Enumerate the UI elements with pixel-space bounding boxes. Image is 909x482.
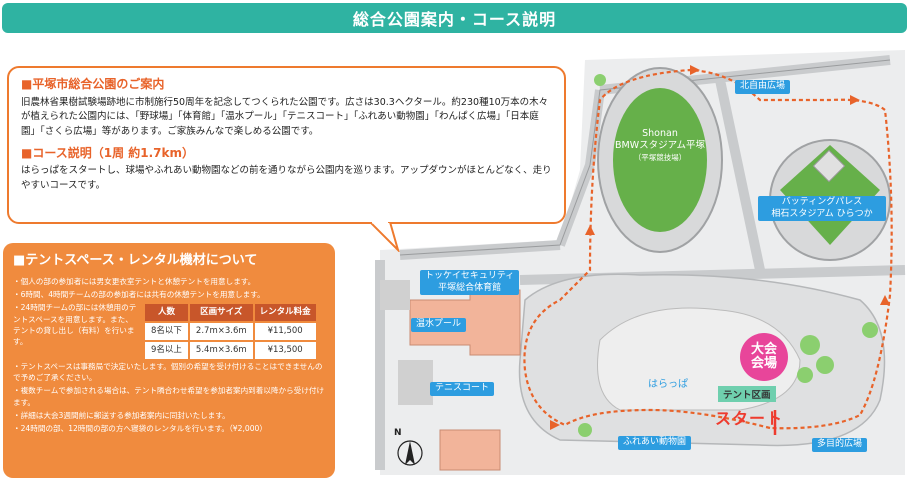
trees xyxy=(578,74,878,437)
venue-badge: 大会 会場 xyxy=(740,333,788,381)
start-label: スタート xyxy=(715,409,784,428)
guide-panel: ■平塚市総合公園のご案内 旧農林省果樹試験場跡地に市制施行50周年を記念してつく… xyxy=(7,66,566,224)
baseball-diamond xyxy=(812,149,846,183)
course-body: はらっぱをスタートし、球場やふれあい動物園などの前を通りながら公園内を巡ります。… xyxy=(21,165,552,192)
tent-note: ・詳細は大会3週間前に郵送する参加者案内に同封いたします。 xyxy=(13,411,230,421)
building-west xyxy=(380,280,410,310)
table-cell: 5.4m×3.6m xyxy=(189,341,253,359)
course-arrows xyxy=(550,65,890,430)
stadium-field xyxy=(613,88,707,232)
table-header: 人数 xyxy=(145,304,188,322)
tent-note: ・テントスペースは事務局で決定いたします。個別の希望を受け付けることはできません… xyxy=(13,361,323,382)
zoo-label: ふれあい動物園 xyxy=(618,436,692,450)
table-header-row: 人数 区画サイズ レンタル料金 xyxy=(145,304,316,322)
table-cell: 8名以下 xyxy=(145,323,188,340)
table-row: 9名以上 5.4m×3.6m ¥13,500 xyxy=(145,341,316,359)
table-cell: ¥11,500 xyxy=(254,323,316,340)
tent-rental-block: ・24時間チームの部には休憩用のテントスペースを用意します。また、テントの貸し出… xyxy=(13,302,325,360)
building-west-2 xyxy=(398,360,433,405)
baseball-label: バッティングパレス 相石スタジアム ひらつか xyxy=(758,196,886,222)
guide-title: ■平塚市総合公園のご案内 xyxy=(21,77,165,91)
rental-table: 人数 区画サイズ レンタル料金 8名以下 2.7m×3.6m ¥11,500 9… xyxy=(143,302,318,360)
page-title: 総合公園案内・コース説明 xyxy=(2,3,907,33)
table-header: レンタル料金 xyxy=(254,304,316,322)
table-cell: ¥13,500 xyxy=(254,341,316,359)
harappa-field xyxy=(597,307,801,411)
harappa-label: はらっぱ xyxy=(648,379,688,390)
tent-title: ■テントスペース・レンタル機材について xyxy=(13,253,258,268)
tent-note: ・個人の部の参加者には男女更衣室テントと休憩テントを用意します。 xyxy=(13,276,256,286)
pool-label: 温水プール xyxy=(411,318,467,332)
table-cell: 9名以上 xyxy=(145,341,188,359)
tent-table-note: ・24時間チームの部には休憩用のテントスペースを用意します。また、テントの貸し出… xyxy=(13,303,137,347)
tent-note: ・24時間の部、12時間の部の方へ寝袋のレンタルを行います。（¥2,000） xyxy=(13,424,267,434)
north-plaza-label: 北自由広場 xyxy=(735,80,791,94)
tent-area-label: テント区画 xyxy=(718,386,776,402)
baseball-field xyxy=(780,145,880,245)
tennis-court xyxy=(439,429,501,471)
tent-panel: ■テントスペース・レンタル機材について ・個人の部の参加者には男女更衣室テントと… xyxy=(3,243,335,478)
course-title: ■コース説明（1周 約1.7km） xyxy=(21,145,195,160)
gym-label: トッケイセキュリティ 平塚総合体育館 xyxy=(420,270,520,296)
tennis-label: テニスコート xyxy=(430,382,495,396)
table-cell: 2.7m×3.6m xyxy=(189,323,253,340)
tent-note: ・6時間、4時間チームの部の参加者には共有の休憩テントを用意します。 xyxy=(13,289,265,299)
table-header: 区画サイズ xyxy=(189,304,253,322)
multi-plaza-label: 多目的広場 xyxy=(812,438,868,452)
guide-body: 旧農林省果樹試験場跡地に市制施行50周年を記念してつくられた公園です。広さは30… xyxy=(21,96,549,138)
north-label: N xyxy=(394,428,402,438)
stadium-label: Shonan BMWスタジアム平塚 （平塚競技場） xyxy=(615,128,705,162)
north-arrow-icon xyxy=(405,441,415,465)
table-row: 8名以下 2.7m×3.6m ¥11,500 xyxy=(145,323,316,340)
road-outline xyxy=(399,59,891,256)
tent-note: ・複数チームで参加される場合は、テント隣合わせ希望を参加者案内到着以降から受け付… xyxy=(13,386,325,407)
callout-pointer xyxy=(370,222,400,252)
